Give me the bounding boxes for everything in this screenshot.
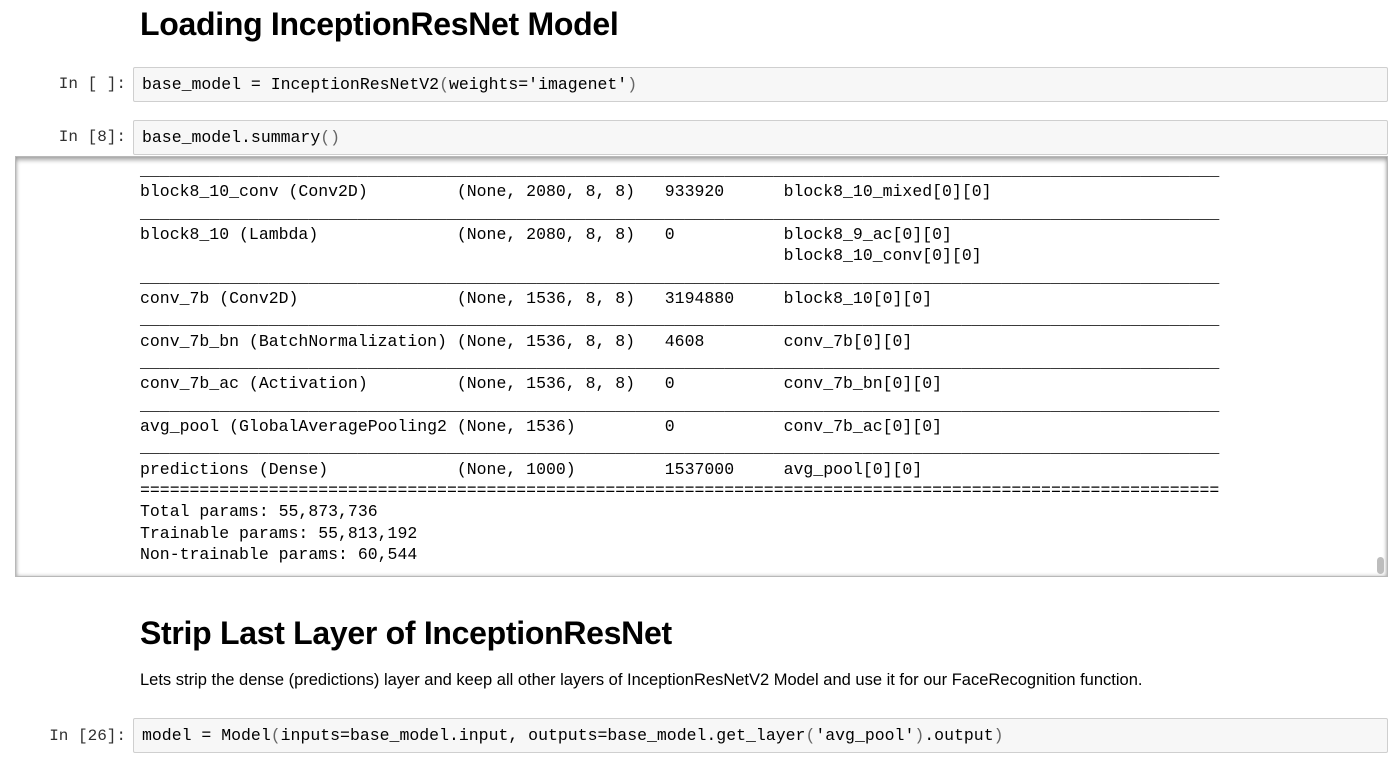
model-summary-output: ________________________________________… bbox=[140, 161, 1220, 577]
markdown-paragraph: Lets strip the dense (predictions) layer… bbox=[140, 671, 1143, 689]
code-paren: ( bbox=[270, 726, 281, 745]
cell-prompt: In [ ]: bbox=[58, 75, 126, 93]
code-text: 'avg_pool' bbox=[815, 726, 915, 745]
code-cell-input[interactable]: base_model.summary() bbox=[133, 120, 1388, 155]
scrollbar-thumb[interactable] bbox=[1377, 557, 1384, 574]
code-paren: ( bbox=[805, 726, 816, 745]
code-text: weights='imagenet' bbox=[448, 75, 628, 94]
code-text: base_model = InceptionResNetV2 bbox=[142, 75, 440, 94]
cell-prompt: In [8]: bbox=[58, 128, 126, 146]
cell-output-scroll-area[interactable]: ________________________________________… bbox=[15, 156, 1388, 577]
code-paren: ( bbox=[439, 75, 449, 94]
code-paren: ) bbox=[993, 726, 1004, 745]
code-cell-input[interactable]: base_model = InceptionResNetV2(weights='… bbox=[133, 67, 1388, 102]
section-heading-strip: Strip Last Layer of InceptionResNet bbox=[140, 615, 672, 651]
cell-prompt: In [26]: bbox=[49, 727, 126, 745]
code-text: base_model.summary bbox=[142, 128, 321, 147]
code-paren: ) bbox=[914, 726, 925, 745]
code-cell-input[interactable]: model = Model(inputs=base_model.input, o… bbox=[133, 718, 1388, 753]
section-heading-loading: Loading InceptionResNet Model bbox=[140, 6, 619, 42]
code-text: inputs=base_model.input, outputs=base_mo… bbox=[280, 726, 806, 745]
code-text: model = Model bbox=[142, 726, 271, 745]
code-paren: ) bbox=[627, 75, 638, 94]
code-text: .output bbox=[924, 726, 994, 745]
code-paren: () bbox=[320, 128, 341, 147]
